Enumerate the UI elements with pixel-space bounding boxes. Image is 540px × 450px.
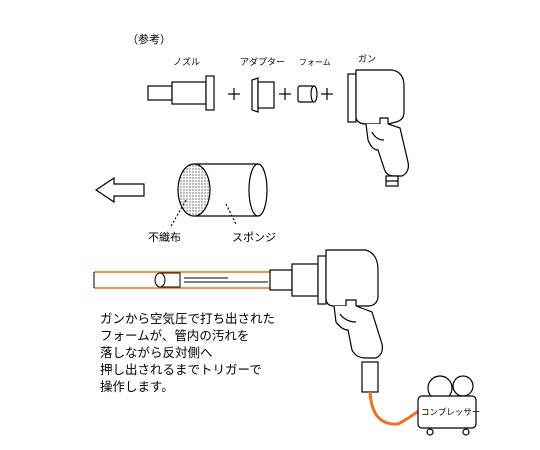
nozzle-part <box>147 75 215 111</box>
compressor <box>417 375 477 436</box>
description-line-3: 落しながら反対側へ <box>100 345 213 360</box>
plus-sign-1 <box>228 88 240 100</box>
reference-label: （参考） <box>127 33 171 46</box>
left-arrow <box>94 176 145 204</box>
gun-in-use <box>269 249 383 393</box>
adapter-label: アダプター <box>240 58 286 68</box>
gun-label: ガン <box>358 55 377 65</box>
description-line-5: 操作します。 <box>100 379 174 394</box>
plus-sign-3 <box>321 88 333 100</box>
description-text: ガンから空気圧で打ち出された フォームが、管内の汚れを 落しながら反対側へ 押し… <box>100 310 275 395</box>
foam-closeup <box>169 163 268 229</box>
foam-label: フォーム <box>299 58 331 67</box>
compressor-label: コンプレッサー <box>421 408 481 418</box>
pipe-and-foam <box>93 271 290 289</box>
description-line-2: フォームが、管内の汚れを <box>100 328 250 343</box>
nozzle-label: ノズル <box>173 58 201 68</box>
nonwoven-label: 不織布 <box>148 231 181 244</box>
foam-part <box>297 85 318 103</box>
description-line-1: ガンから空気圧で打ち出された <box>100 311 276 326</box>
description-line-4: 押し出されるまでトリガーで <box>100 362 262 377</box>
gun-part <box>347 69 409 187</box>
sponge-label: スポンジ <box>232 231 276 244</box>
plus-sign-2 <box>279 88 291 100</box>
adapter-part <box>251 77 275 113</box>
